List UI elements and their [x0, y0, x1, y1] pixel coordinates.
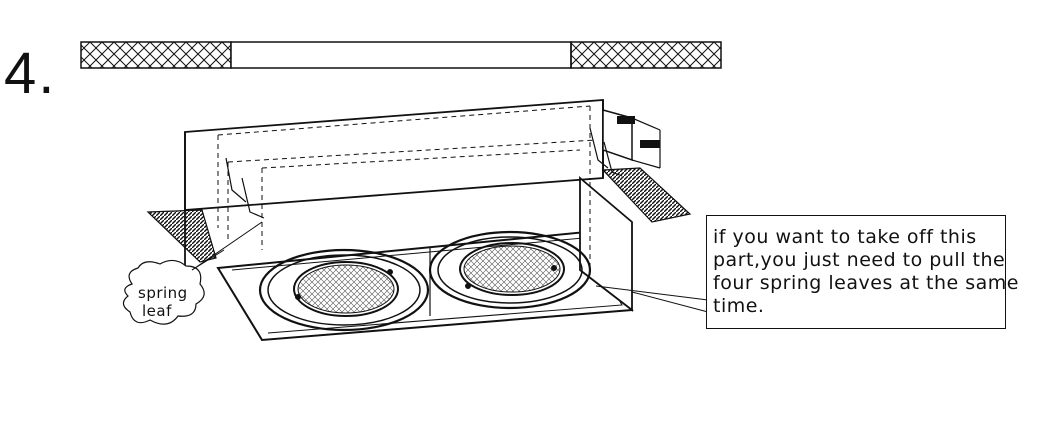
- step-number: 4.: [4, 41, 57, 106]
- callout-line-3: four spring leaves at the same: [713, 272, 1019, 294]
- callout-line-1: if you want to take off this: [713, 226, 977, 248]
- left-lamp: [258, 248, 430, 332]
- spring-leaf-label: spring leaf: [138, 284, 188, 320]
- right-lamp: [428, 230, 592, 310]
- callout-line-4: time.: [713, 295, 765, 317]
- ceiling-section: [80, 41, 722, 69]
- spring-leaf-cloud: [122, 259, 205, 325]
- spring-label-line1: spring: [138, 284, 188, 302]
- clip-tabs: [617, 116, 660, 148]
- callout-line-2: part,you just need to pull the: [713, 249, 1006, 271]
- leader-lines: [191, 221, 709, 313]
- spring-label-line2: leaf: [142, 302, 172, 320]
- spring-leaves: [146, 127, 692, 263]
- instruction-callout: if you want to take off this part,you ju…: [706, 215, 1019, 329]
